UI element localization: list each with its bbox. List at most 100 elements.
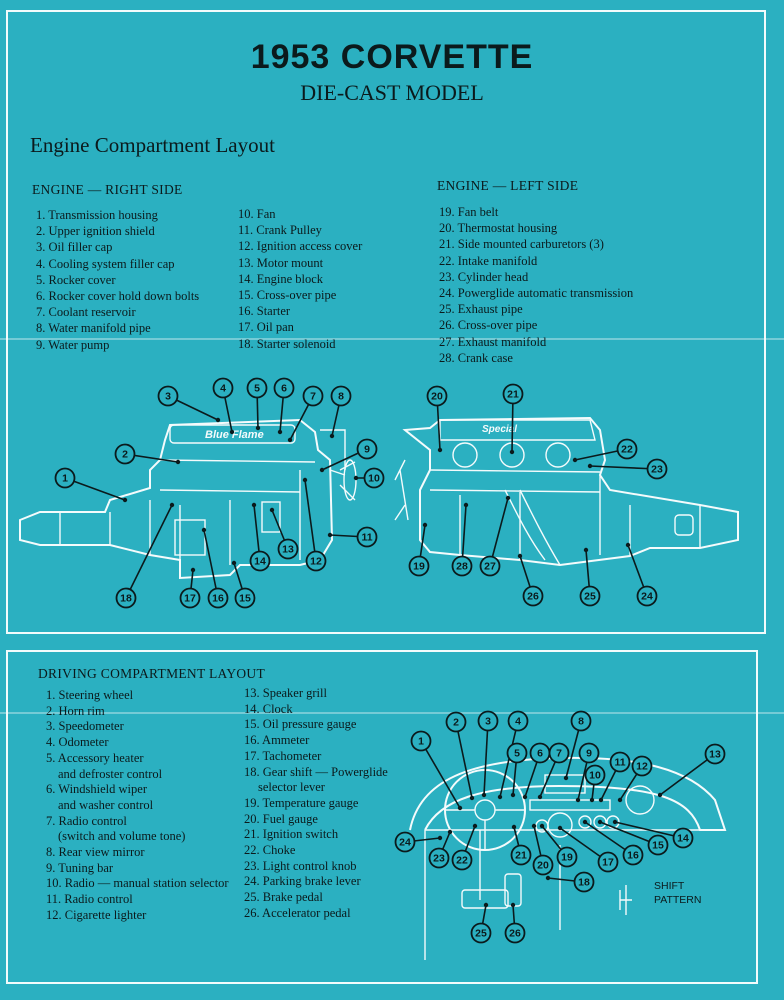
callout-number: 24 <box>399 837 411 849</box>
callout-number: 18 <box>120 593 132 605</box>
dashboard-leader-dot <box>545 875 551 881</box>
callout-circle <box>426 385 448 407</box>
legend-item: 16. Ammeter <box>244 733 310 748</box>
callout-number: 4 <box>220 383 226 395</box>
dashboard-callout-24: 24 <box>394 831 416 853</box>
engine-right-callout-10: 10 <box>363 467 385 489</box>
callout-circle <box>114 443 136 465</box>
engine-right-callout-1: 1 <box>54 467 76 489</box>
dashboard-leader-dot <box>457 805 463 811</box>
dashboard-callout-9: 9 <box>578 742 600 764</box>
engine-left-callout-19: 19 <box>408 555 430 577</box>
dashboard-callout-22: 22 <box>451 849 473 871</box>
engine-left-callout-28: 28 <box>451 555 473 577</box>
callout-number: 18 <box>578 877 590 889</box>
dashboard-leader-dot <box>483 902 489 908</box>
legend-item: and washer control <box>58 797 154 812</box>
legend-item: 25. Brake pedal <box>244 890 323 905</box>
legend-item: 25. Exhaust pipe <box>439 302 523 317</box>
legend-item: 24. Powerglide automatic transmission <box>439 286 634 301</box>
engine-right-leader-dot <box>327 532 333 538</box>
callout-number: 19 <box>561 852 573 864</box>
callout-circle <box>330 385 352 407</box>
callout-circle <box>249 550 271 572</box>
shift-pattern-label: PATTERN <box>654 894 701 906</box>
dashboard-callout-16: 16 <box>622 844 644 866</box>
callout-circle <box>584 764 606 786</box>
dashboard-callout-23: 23 <box>428 847 450 869</box>
engine-right-leader-dot <box>231 560 237 566</box>
callout-number: 12 <box>636 761 648 773</box>
legend-item: 15. Oil pressure gauge <box>244 717 357 732</box>
engine-compartment-panel <box>6 10 766 634</box>
dashboard-leader-line <box>455 721 473 799</box>
dashboard-leader-dot <box>617 797 623 803</box>
legend-item: 22. Choke <box>244 843 296 858</box>
callout-circle <box>609 751 631 773</box>
legend-item: 20. Thermostat housing <box>439 221 558 236</box>
callout-circle <box>157 385 179 407</box>
dashboard-callout-12: 12 <box>631 755 653 777</box>
legend-item: 23. Light control knob <box>244 858 357 873</box>
callout-number: 7 <box>310 391 316 403</box>
callout-circle <box>504 922 526 944</box>
callout-circle <box>394 831 416 853</box>
legend-item: 26. Cross-over pipe <box>439 318 538 333</box>
callout-circle <box>622 844 644 866</box>
callout-number: 2 <box>453 717 459 729</box>
callout-circle <box>631 755 653 777</box>
callout-circle <box>356 526 378 548</box>
callout-number: 17 <box>602 857 614 869</box>
dashboard-leader-dot <box>598 797 604 803</box>
engine-section-title: Engine Compartment Layout <box>30 133 275 157</box>
callout-circle <box>479 555 501 577</box>
dashboard-leader-dot <box>511 824 517 830</box>
callout-circle <box>704 743 726 765</box>
engine-right-leader-line <box>304 479 317 562</box>
legend-item: 7. Coolant reservoir <box>36 305 136 320</box>
dashboard-leader-line <box>483 720 489 796</box>
callout-number: 23 <box>651 464 663 476</box>
callout-circle <box>646 458 668 480</box>
callout-circle <box>234 587 256 609</box>
legend-item: 14. Engine block <box>238 271 324 286</box>
engine-left-callout-20: 20 <box>426 385 448 407</box>
fold-line <box>0 712 784 714</box>
legend-item: 13. Speaker grill <box>244 686 327 700</box>
legend-item: 26. Accelerator pedal <box>244 905 351 920</box>
legend-item: 20. Fuel gauge <box>244 811 318 826</box>
legend-item: 2. Horn rim <box>46 703 105 718</box>
callout-number: 11 <box>361 532 372 544</box>
dashboard-callout-4: 4 <box>507 710 529 732</box>
legend-item: 10. Radio — manual station selector <box>46 876 229 891</box>
callout-number: 10 <box>368 473 380 485</box>
engine-left-leader-dot <box>505 495 511 501</box>
callout-circle <box>277 538 299 560</box>
engine-left-callout-24: 24 <box>636 585 658 607</box>
driving-section-title: DRIVING COMPARTMENT LAYOUT <box>38 666 266 681</box>
legend-item: 28. Crank case <box>439 350 513 365</box>
rocker-cover-lettering: Blue Flame <box>205 429 264 441</box>
callout-number: 10 <box>589 770 601 782</box>
callout-number: 2 <box>122 449 128 461</box>
engine-right-leader-line <box>64 477 126 501</box>
legend-item: 18. Gear shift — Powerglide <box>244 764 388 779</box>
engine-right-leader-dot <box>251 502 257 508</box>
legend-item: 8. Rear view mirror <box>46 845 145 860</box>
legend-item: 5. Rocker cover <box>36 272 116 287</box>
engine-right-leader-dot <box>255 425 261 431</box>
engine-right-callout-9: 9 <box>356 438 378 460</box>
callout-circle <box>506 742 528 764</box>
legend-item: 11. Radio control <box>46 892 133 907</box>
engine-right-leader-dot <box>269 507 275 513</box>
callout-number: 21 <box>507 389 519 401</box>
callout-circle <box>356 438 378 460</box>
engine-right-legend-col1: 1. Transmission housing 2. Upper ignitio… <box>36 207 199 353</box>
callout-circle <box>410 730 432 752</box>
callout-circle <box>502 383 524 405</box>
dashboard-callout-1: 1 <box>410 730 432 752</box>
legend-item: 17. Oil pan <box>238 320 294 335</box>
legend-item: 17. Tachometer <box>244 748 322 763</box>
